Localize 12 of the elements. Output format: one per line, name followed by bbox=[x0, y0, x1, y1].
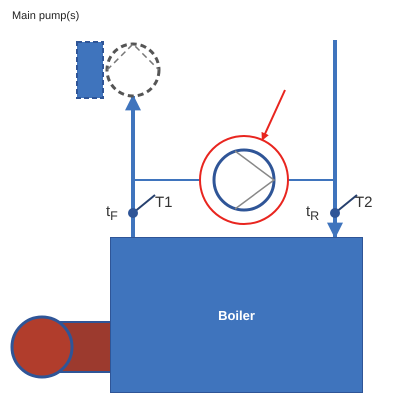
pointer-arrow bbox=[261, 90, 286, 141]
temperature-symbol: t$_{R}$ bbox=[306, 203, 320, 223]
pipe bbox=[125, 94, 141, 237]
bypass-pump-symbol bbox=[199, 135, 289, 225]
temperature-symbol: t$_{F}$ bbox=[106, 203, 118, 223]
boiler-box bbox=[110, 237, 363, 393]
sensor-label: T1 bbox=[155, 194, 173, 211]
pipe bbox=[327, 40, 343, 239]
boiler-label: Boiler bbox=[218, 308, 255, 322]
sensor-label: T2 bbox=[355, 194, 373, 211]
pump-label: Main pump(s) bbox=[12, 10, 80, 22]
pump-symbol bbox=[106, 42, 160, 98]
